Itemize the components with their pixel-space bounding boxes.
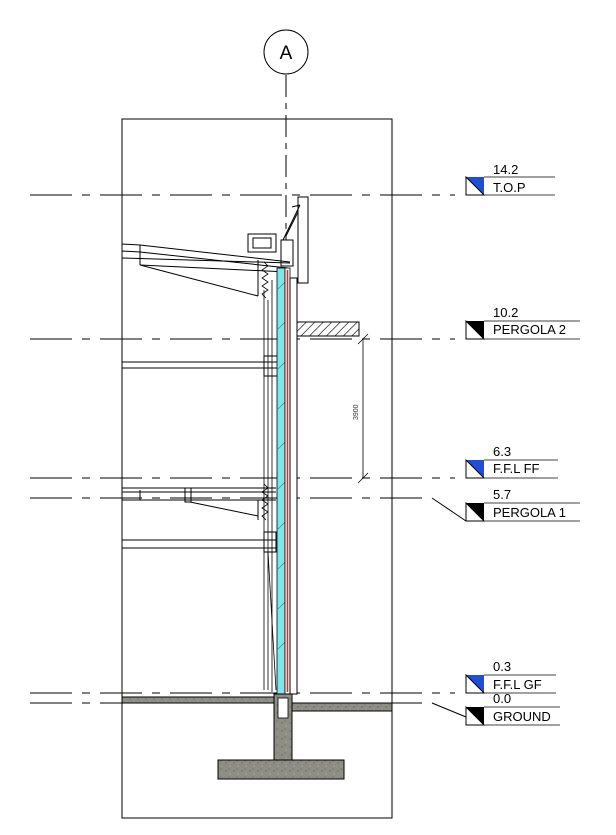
level-lines — [30, 194, 467, 718]
level-tag-pergola-2: 10.2 PERGOLA 2 — [465, 305, 580, 340]
grid-label: A — [280, 43, 293, 64]
level-name: T.O.P — [493, 180, 526, 195]
cladding-layer — [289, 277, 298, 695]
level-value: 6.3 — [493, 444, 511, 459]
ground-slab — [121, 696, 393, 712]
level-name: F.F.L FF — [493, 461, 540, 476]
view-crop-boundary — [121, 118, 393, 819]
first-floor-beam — [122, 483, 276, 521]
roof-beam — [121, 243, 291, 299]
level-value: 10.2 — [493, 305, 518, 320]
insulation-layer — [276, 267, 286, 695]
level-tag-pergola-1: 5.7 PERGOLA 1 — [465, 487, 580, 522]
level-tag-ffl-ff: 6.3 F.F.L FF — [465, 444, 558, 479]
grid-line-a: A — [263, 29, 309, 240]
intermediate-slabs — [122, 355, 279, 553]
wall-assembly — [263, 267, 298, 695]
level-name: GROUND — [493, 709, 551, 724]
level-tag-ffl-gf: 0.3 F.F.L GF — [465, 659, 556, 694]
level-value: 5.7 — [493, 487, 511, 502]
level-name: PERGOLA 1 — [493, 505, 566, 520]
pergola-2-stub — [296, 321, 360, 337]
parapet-cap — [247, 196, 309, 284]
level-tag-ground: 0.0 GROUND — [465, 691, 560, 726]
dimension-line — [357, 333, 369, 484]
footing — [217, 759, 345, 780]
level-value: 14.2 — [493, 162, 518, 177]
level-name: PERGOLA 2 — [493, 322, 566, 337]
level-name: F.F.L GF — [493, 677, 542, 692]
level-tag-top: 14.2 T.O.P — [465, 162, 555, 196]
dimension-text: 3900 — [353, 404, 360, 420]
grid-bubble-icon — [263, 29, 309, 75]
foundation — [217, 693, 345, 780]
level-value: 0.3 — [493, 659, 511, 674]
level-value: 0.0 — [493, 691, 511, 706]
